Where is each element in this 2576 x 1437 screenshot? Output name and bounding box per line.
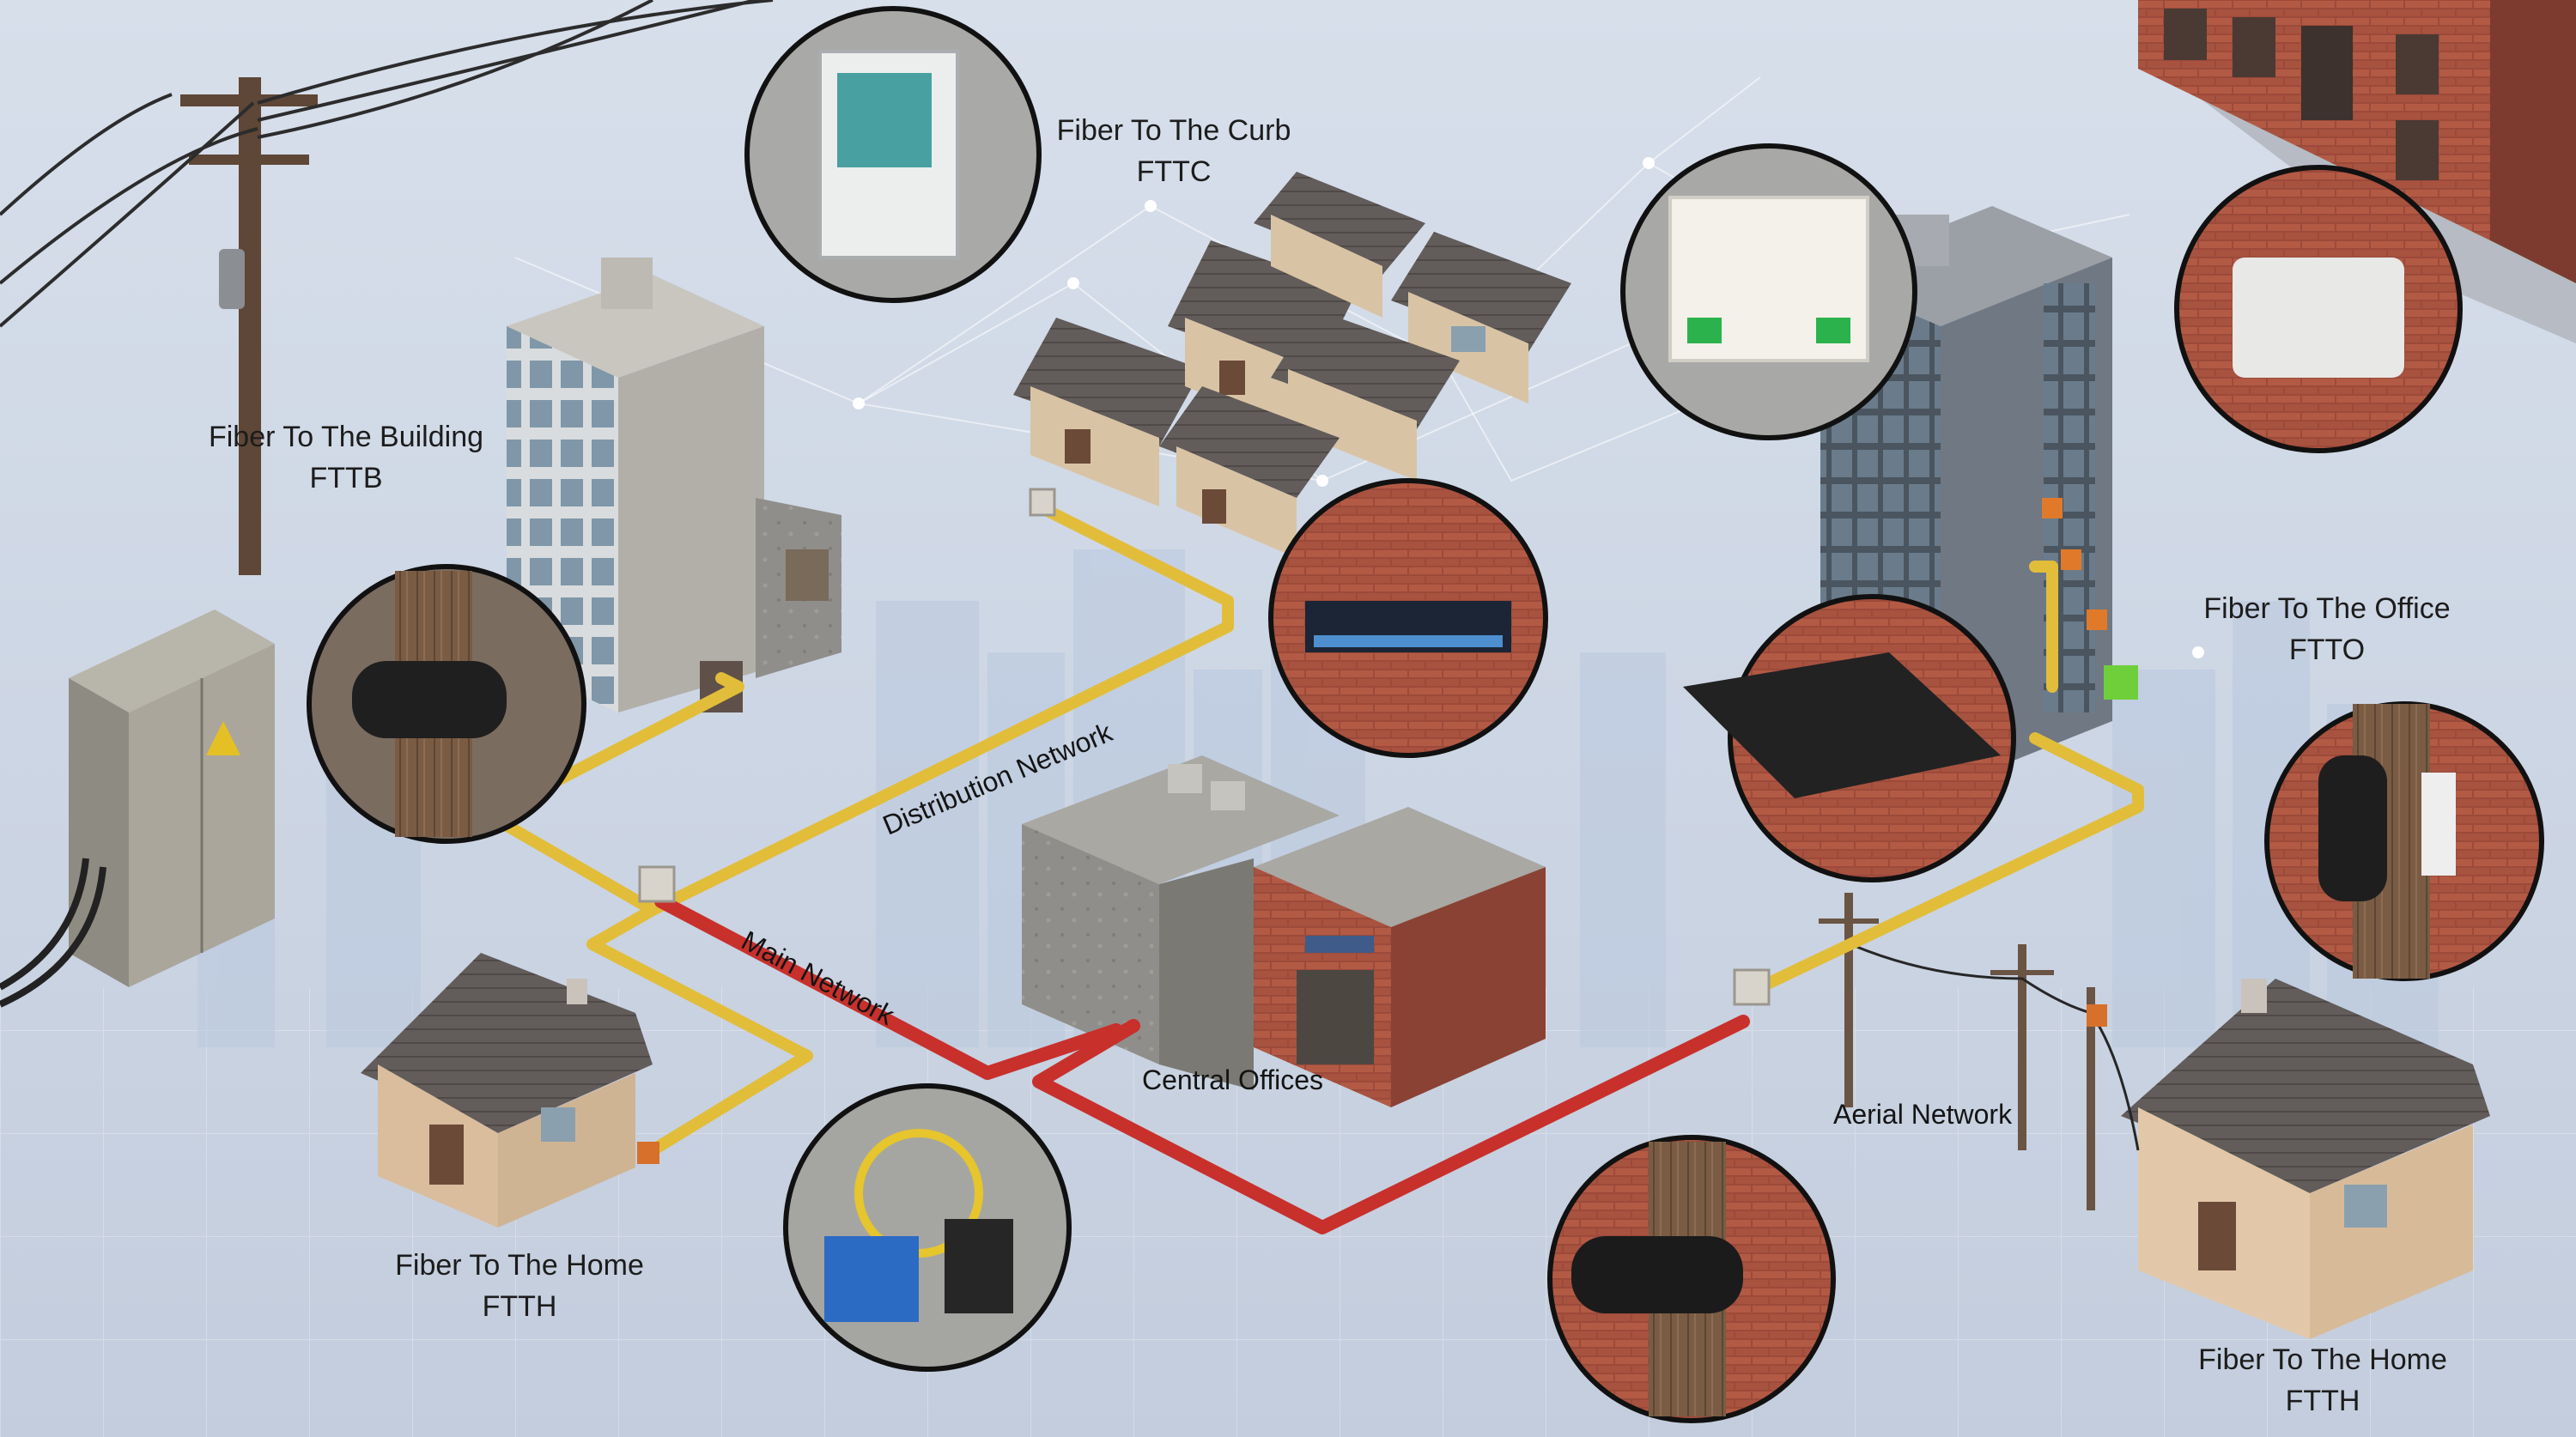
central-offices-label: Central Offices	[1142, 1064, 1324, 1095]
fttc-title: Fiber To The Curb	[1056, 114, 1291, 147]
inset-rack-patch-panel	[1268, 478, 1548, 758]
house-cluster-fttc	[1013, 172, 1571, 558]
ftth-right-label: Fiber To The Home FTTH	[2198, 1339, 2447, 1422]
ftto-label: Fiber To The Office FTTO	[2203, 588, 2450, 670]
ftth-left-abbr: FTTH	[482, 1290, 557, 1323]
fttb-label: Fiber To The Building FTTB	[209, 416, 483, 499]
inset-rack-splitter	[1683, 594, 2016, 882]
junction-boxes	[637, 488, 2138, 1164]
inset-wall-outlet-box	[2174, 165, 2463, 453]
inset-splice-closure-pole	[307, 564, 586, 844]
distribution-cables	[483, 500, 2144, 1156]
inset-wall-cabinet	[744, 6, 1042, 303]
inset-distribution-box	[1620, 143, 1917, 440]
house-right-ftth	[2121, 979, 2490, 1339]
street-cabinet	[0, 609, 275, 1008]
ftth-right-title: Fiber To The Home	[2198, 1343, 2447, 1376]
ftth-left-title: Fiber To The Home	[395, 1249, 644, 1282]
house-left-ftth	[361, 953, 653, 1228]
fttc-label: Fiber To The Curb FTTC	[1057, 110, 1291, 192]
fttb-abbr: FTTB	[309, 462, 383, 494]
aerial-network-label: Aerial Network	[1833, 1099, 2013, 1130]
utility-pole	[0, 0, 774, 575]
ftth-left-label: Fiber To The Home FTTH	[395, 1245, 644, 1327]
inset-fiber-splitter	[783, 1083, 1072, 1372]
main-network-cables	[654, 894, 1750, 1234]
office-building-fttb	[507, 258, 841, 712]
ftth-right-abbr: FTTH	[2285, 1385, 2360, 1417]
inset-splice-closure-brick	[1547, 1135, 1836, 1423]
inset-pole-closure	[2264, 701, 2544, 981]
ftto-title: Fiber To The Office	[2203, 592, 2451, 625]
ftto-abbr: FTTO	[2288, 634, 2366, 666]
fttb-title: Fiber To The Building	[208, 421, 484, 453]
central-offices-building	[1022, 755, 1546, 1107]
fttc-abbr: FTTC	[1136, 155, 1212, 188]
